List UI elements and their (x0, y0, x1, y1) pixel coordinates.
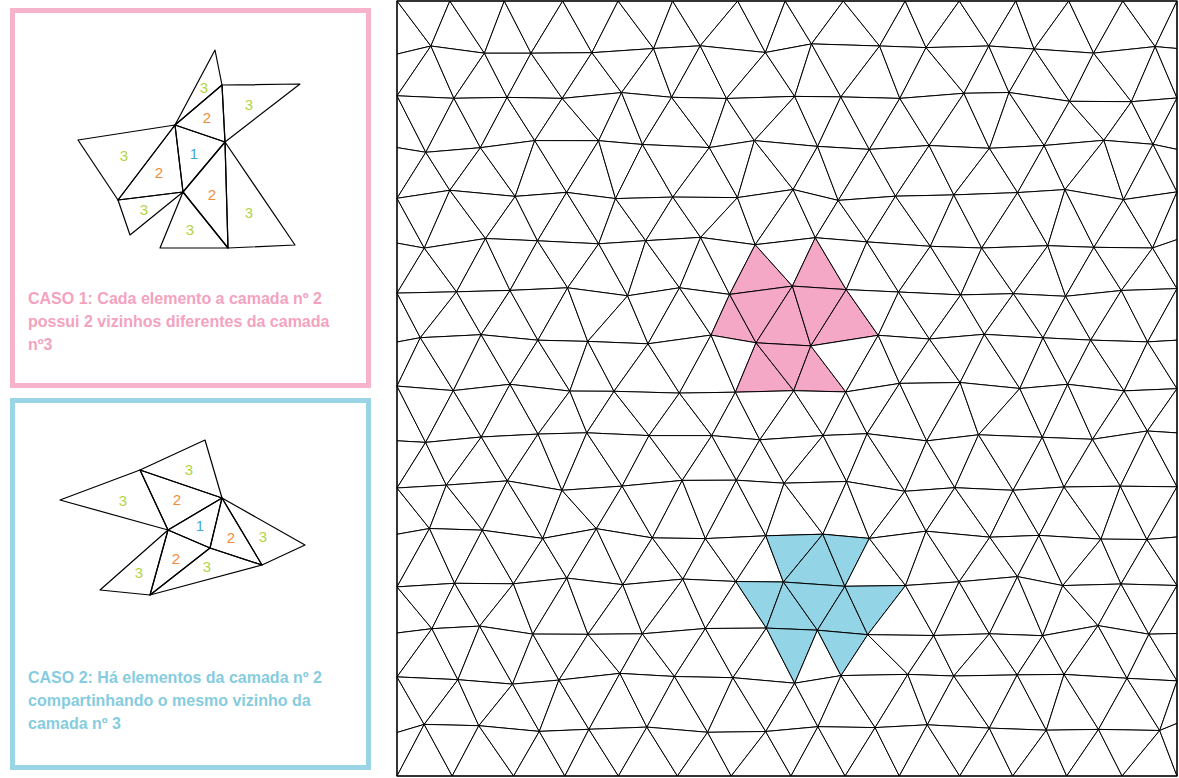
layer-number: 3 (245, 205, 253, 220)
mesh-element (1147, 487, 1177, 540)
layer-number: 3 (135, 565, 143, 580)
mesh-element (1160, 723, 1177, 776)
mesh-element (1147, 431, 1177, 487)
mesh-element (1121, 584, 1177, 634)
mesh-element (1149, 634, 1177, 681)
mesh-element (1153, 98, 1177, 149)
layer-number: 3 (245, 97, 253, 112)
mesh-element (1131, 47, 1177, 102)
case-caption: CASO 2: Há elementos da camada nº 2 comp… (28, 666, 353, 735)
layer-number: 3 (140, 202, 148, 217)
layer-number: 3 (185, 462, 193, 477)
mesh-element (1120, 486, 1177, 539)
mesh-element (1121, 289, 1177, 342)
mesh-element (1120, 431, 1177, 487)
layer-number: 2 (173, 492, 181, 507)
layer-number: 3 (119, 493, 127, 508)
layer-number: 2 (227, 530, 235, 545)
layer-number: 3 (259, 529, 267, 544)
mesh-element (1148, 340, 1177, 389)
mesh-element (1153, 240, 1177, 289)
mesh-element (1147, 389, 1177, 433)
mesh-element (1148, 289, 1177, 342)
mesh-element (1155, 1, 1177, 49)
layer-number: 3 (186, 222, 194, 237)
layer-number: 2 (172, 551, 180, 566)
mesh-element (1153, 144, 1177, 192)
layer-number: 3 (200, 80, 208, 95)
mesh-border (397, 1, 1177, 776)
mesh-element (1160, 681, 1177, 731)
mesh-element (1149, 586, 1177, 635)
layer-number: 2 (155, 165, 163, 180)
case-box: CASO 2: Há elementos da camada nº 2 comp… (10, 398, 371, 770)
mesh-element (1127, 678, 1177, 730)
mesh-element (1147, 537, 1177, 586)
case-box: CASO 1: Cada elemento a camada nº 2 poss… (10, 8, 371, 388)
layer-number: 2 (203, 110, 211, 125)
mesh-element (1124, 192, 1178, 248)
layer-number: 1 (190, 146, 198, 161)
layer-number: 1 (196, 518, 204, 533)
mini-mesh (0, 0, 380, 778)
layer-number: 2 (208, 187, 216, 202)
case-caption: CASO 1: Cada elemento a camada nº 2 poss… (28, 287, 353, 356)
mesh-element (1153, 192, 1177, 248)
mesh-element (1127, 634, 1177, 681)
layer-number: 3 (203, 559, 211, 574)
layer-number: 3 (120, 148, 128, 163)
mesh-element (1155, 47, 1177, 98)
mesh-element (1124, 144, 1178, 199)
